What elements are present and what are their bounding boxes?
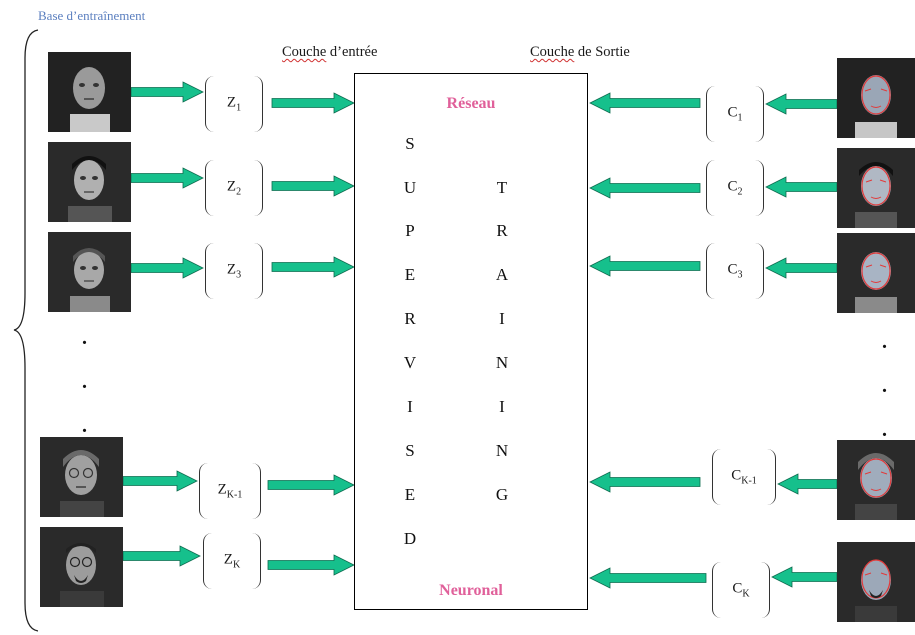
output-class-label: C3 [727,261,743,281]
face-to-input-arrow [122,545,201,567]
input-face-photo [48,232,131,312]
input-vector-bracket [205,76,263,132]
ellipsis-dot: . [882,419,887,441]
training-letter: G [495,485,509,504]
training-letter: I [499,397,505,416]
input-vector-bracket [203,533,261,589]
ellipsis-dot: . [82,327,87,349]
input-vector-bracket [205,243,263,299]
input-vector-label: Z3 [226,261,242,281]
ellipsis-dot: . [82,371,87,393]
input-layer-label: Couche d’entrée [282,44,377,61]
face-to-output-arrow [765,176,838,198]
supervised-letter: R [404,309,416,328]
output-face-photo [837,148,915,228]
face-to-output-arrow [771,566,838,588]
supervised-letter: S [405,441,415,460]
training-letter: R [496,221,508,240]
face-to-input-arrow [130,81,204,103]
training-base-label: Base d’entraînement [38,8,146,23]
output-face-photo [837,542,915,622]
input-to-network-arrow [267,554,355,576]
face-to-output-arrow [777,473,838,495]
supervised-letter: V [403,353,417,372]
face-to-input-arrow [130,257,204,279]
ellipsis-dot: . [882,331,887,353]
input-vector-bracket [199,463,261,519]
network-title-bottom: Neuronal [439,582,503,599]
face-to-output-arrow [765,93,838,115]
output-class-bracket [706,243,764,299]
output-class-label: CK-1 [731,467,757,487]
supervised-letter: E [404,265,416,284]
input-face-photo [48,52,131,132]
input-to-network-arrow [267,474,355,496]
input-vector-label: ZK [223,551,241,571]
output-class-label: C1 [727,104,743,124]
neural-network-box [354,73,588,610]
input-face-photo [40,437,123,517]
supervised-letter: U [403,178,417,197]
input-vector-bracket [205,160,263,216]
ellipsis-dot: . [882,375,887,397]
input-to-network-arrow [271,256,355,278]
output-to-network-arrow [589,92,701,114]
face-to-output-arrow [765,257,838,279]
output-class-bracket [712,562,770,618]
supervised-letter: P [405,221,415,240]
training-letter: A [495,265,509,284]
output-class-label: CK [732,580,750,600]
output-layer-rest: de Sortie [574,44,630,60]
output-layer-label: Couche de Sortie [530,44,630,61]
output-to-network-arrow [589,471,701,493]
training-letter: N [495,353,509,372]
input-face-photo [48,142,131,222]
training-letter: T [496,178,508,197]
ellipsis-dot: . [82,415,87,437]
supervised-letter: E [404,485,416,504]
supervised-letter: S [405,134,415,153]
left-curly-brace [13,29,39,632]
supervised-letter: D [403,529,417,548]
input-layer-word: Couche [282,44,327,60]
face-to-input-arrow [130,167,204,189]
output-layer-word: Couche [530,44,575,60]
face-to-input-arrow [122,470,198,492]
output-to-network-arrow [589,255,701,277]
output-class-label: C2 [727,178,743,198]
input-face-photo [40,527,123,607]
input-to-network-arrow [271,175,355,197]
output-face-photo [837,58,915,138]
input-to-network-arrow [271,92,355,114]
output-class-bracket [712,449,776,505]
output-face-photo [837,233,915,313]
output-face-photo [837,440,915,520]
input-layer-rest: d’entrée [326,44,378,60]
input-vector-label: ZK-1 [217,481,243,501]
output-class-bracket [706,160,764,216]
output-to-network-arrow [589,177,701,199]
output-to-network-arrow [589,567,707,589]
output-class-bracket [706,86,764,142]
input-vector-label: Z1 [226,94,242,114]
network-title-top: Réseau [446,95,496,112]
training-letter: I [499,309,505,328]
training-letter: N [495,441,509,460]
supervised-letter: I [407,397,413,416]
input-vector-label: Z2 [226,178,242,198]
